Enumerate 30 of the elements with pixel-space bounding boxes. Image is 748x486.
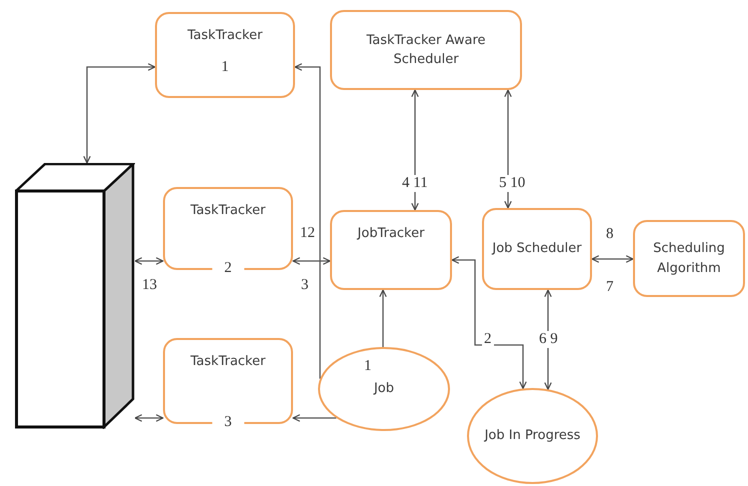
node-label: TaskTracker <box>188 27 262 45</box>
process-box <box>330 10 522 90</box>
node-label: JobTracker <box>358 225 424 243</box>
node-label: TaskTracker Aware Scheduler <box>365 32 487 69</box>
edge-label: 4 11 <box>400 175 430 192</box>
node-label: TaskTracker <box>190 353 266 371</box>
node-label: Scheduling Algorithm <box>652 240 726 278</box>
node-number: 1 <box>221 58 229 76</box>
node-label: TaskTracker <box>190 202 266 220</box>
arrow <box>83 63 156 164</box>
process-box <box>330 210 452 290</box>
edge-label: 2 <box>482 331 494 348</box>
arrow <box>591 255 634 263</box>
process-box <box>155 12 295 98</box>
arrow <box>134 414 164 422</box>
edge-label: 6 9 <box>537 331 560 348</box>
arrow <box>379 289 387 347</box>
edge-label: 5 10 <box>497 175 528 192</box>
arrow <box>134 257 164 265</box>
arrow <box>544 289 552 390</box>
node-label: Job <box>374 380 394 398</box>
process-box <box>482 208 592 290</box>
arrow <box>292 257 331 265</box>
arrow <box>294 63 321 379</box>
arrow <box>451 256 527 390</box>
cube-shape <box>15 163 135 432</box>
node-label: Job In Progress <box>484 427 580 446</box>
node-label: Job Scheduler <box>492 240 582 258</box>
process-box <box>633 220 745 297</box>
arrow <box>292 414 336 422</box>
